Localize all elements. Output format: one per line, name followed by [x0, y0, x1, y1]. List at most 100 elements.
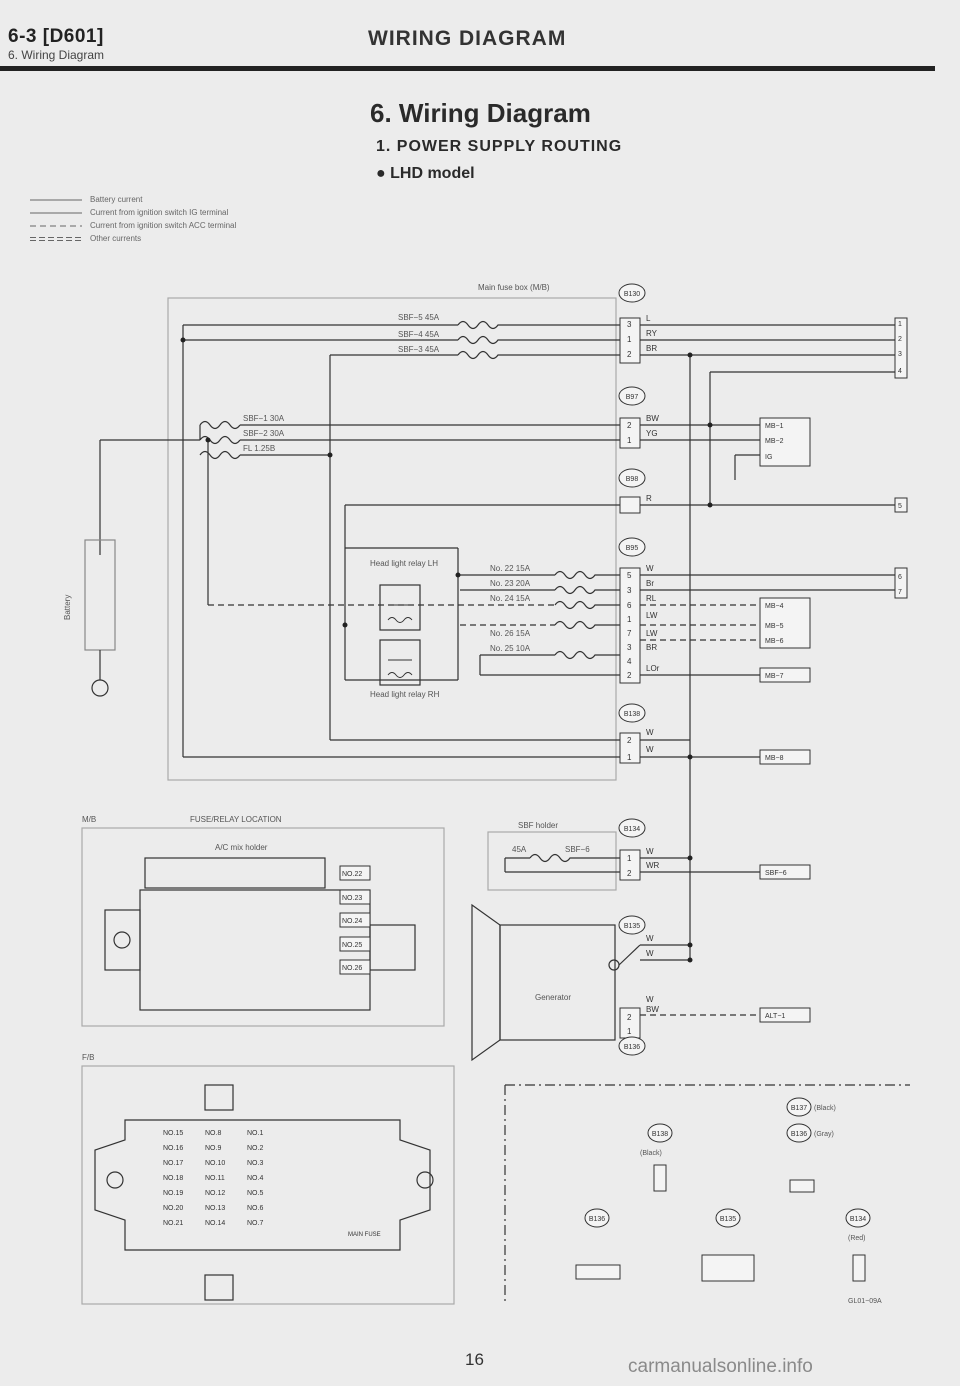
fuse-icon	[199, 450, 241, 460]
legend-item: Other currents	[30, 232, 236, 245]
fuse-slot: NO.5	[247, 1190, 263, 1197]
legend: Battery current Current from ignition sw…	[30, 193, 236, 245]
fuse-icon	[457, 335, 502, 345]
battery-label: Battery	[63, 595, 72, 620]
wire-color: LW	[646, 611, 658, 620]
relay-label: Head light relay RH	[370, 690, 440, 699]
dest-label: IG	[765, 454, 772, 461]
fuse-icon	[199, 435, 241, 445]
connector-id: B98	[626, 476, 639, 483]
dest-ref: 5	[898, 503, 902, 510]
fuse-slot: NO.11	[205, 1175, 225, 1182]
fuse-slot: NO.9	[205, 1145, 221, 1152]
fuse-slot: NO.19	[163, 1190, 183, 1197]
fuse-slot: NO.17	[163, 1160, 183, 1167]
fuse-slot: NO.1	[247, 1130, 263, 1137]
main-fuse-box-outline	[167, 297, 617, 781]
dest-ref: 7	[898, 589, 902, 596]
page-code: 6-3 [D601]	[8, 26, 104, 47]
fuse-icon	[554, 570, 598, 580]
ac-holder-label: A/C mix holder	[215, 843, 268, 852]
section-subtitle: 1. POWER SUPPLY ROUTING	[376, 138, 623, 155]
legend-item: Current from ignition switch IG terminal	[30, 206, 236, 219]
fuse-slot: NO.16	[163, 1145, 183, 1152]
junction-dots	[180, 337, 713, 963]
pin-number: 2	[627, 671, 632, 680]
fuse-label: FL 1.25B	[243, 444, 275, 453]
fuse-slot: NO.13	[205, 1205, 225, 1212]
wire-color: W	[646, 995, 654, 1004]
watermark: carmanualsonline.info	[628, 1356, 813, 1377]
connector-id: B134	[624, 826, 640, 833]
mb-location-title: FUSE/RELAY LOCATION	[190, 815, 282, 824]
fuse-label: No. 23 20A	[490, 579, 531, 588]
dest-label: MB−5	[765, 623, 784, 630]
relay-contacts	[387, 604, 413, 678]
pin-number: 1	[627, 753, 632, 762]
connector-id: B136	[624, 1044, 640, 1051]
mb-location-label: M/B	[82, 815, 96, 824]
pin-number: 6	[627, 601, 632, 610]
connector-id: B138	[624, 711, 640, 718]
pin-number: 3	[627, 586, 632, 595]
fuse-label: SBF−1 30A	[243, 414, 285, 423]
fuse-symbols	[199, 320, 598, 863]
fuse-label: SBF−2 30A	[243, 429, 285, 438]
wire-color: W	[646, 934, 654, 943]
legend-label: Current from ignition switch ACC termina…	[90, 221, 237, 230]
pin-number: 4	[627, 657, 632, 666]
wire-color: YG	[646, 429, 658, 438]
wire-color: L	[646, 314, 651, 323]
fuse-slot: NO.20	[163, 1205, 183, 1212]
connector-id: B135	[720, 1216, 736, 1223]
generator-label: Generator	[535, 993, 571, 1002]
wire-color: LOr	[646, 664, 660, 673]
dest-ref: 2	[898, 336, 902, 343]
section-model: ● LHD model	[376, 165, 475, 182]
fuse-slot: NO.4	[247, 1175, 263, 1182]
sbf-holder-label: SBF holder	[518, 821, 558, 830]
fuse-label: SBF−5 45A	[398, 313, 440, 322]
connector-id: B97	[626, 394, 639, 401]
fuse-icon	[457, 350, 502, 360]
header-rule	[0, 66, 935, 71]
pin-number: 2	[627, 1013, 632, 1022]
pin-number: 1	[627, 436, 632, 445]
pin-number: 2	[627, 869, 632, 878]
connector-id: B134	[850, 1216, 866, 1223]
legend-label: Battery current	[90, 195, 143, 204]
pin-number: 3	[627, 320, 632, 329]
fuse-slot: NO.8	[205, 1130, 221, 1137]
connector-id: B138	[652, 1131, 668, 1138]
pin-number: 1	[627, 335, 632, 344]
page-title: WIRING DIAGRAM	[368, 27, 567, 50]
fuse-slot: NO.24	[342, 918, 362, 925]
wire-color: Br	[646, 579, 654, 588]
dest-ref: 1	[898, 321, 902, 328]
connector-id: B135	[624, 923, 640, 930]
wire-color: WR	[646, 861, 660, 870]
wire-color: W	[646, 847, 654, 856]
fuse-icon	[554, 585, 598, 595]
dest-ref: 4	[898, 368, 902, 375]
fuse-slot: NO.14	[205, 1220, 225, 1227]
wire-color: RL	[646, 594, 657, 603]
connector-id: B136	[791, 1131, 807, 1138]
pin-number: 3	[627, 643, 632, 652]
fuse-label: SBF−3 45A	[398, 345, 440, 354]
dest-label: MB−2	[765, 438, 784, 445]
dest-label: ALT−1	[765, 1013, 785, 1020]
wire-color: BR	[646, 643, 657, 652]
wire-color: W	[646, 728, 654, 737]
legend-label: Current from ignition switch IG terminal	[90, 208, 229, 217]
fuse-label: No. 25 10A	[490, 644, 531, 653]
page-number: 16	[465, 1350, 484, 1369]
pin-number: 1	[627, 1027, 632, 1036]
dest-label: SBF−6	[765, 870, 787, 877]
fuse-icon	[554, 600, 598, 610]
fuse-icon	[554, 650, 598, 660]
main-fuse-label: MAIN FUSE	[348, 1232, 381, 1238]
connector-id: B95	[626, 545, 639, 552]
